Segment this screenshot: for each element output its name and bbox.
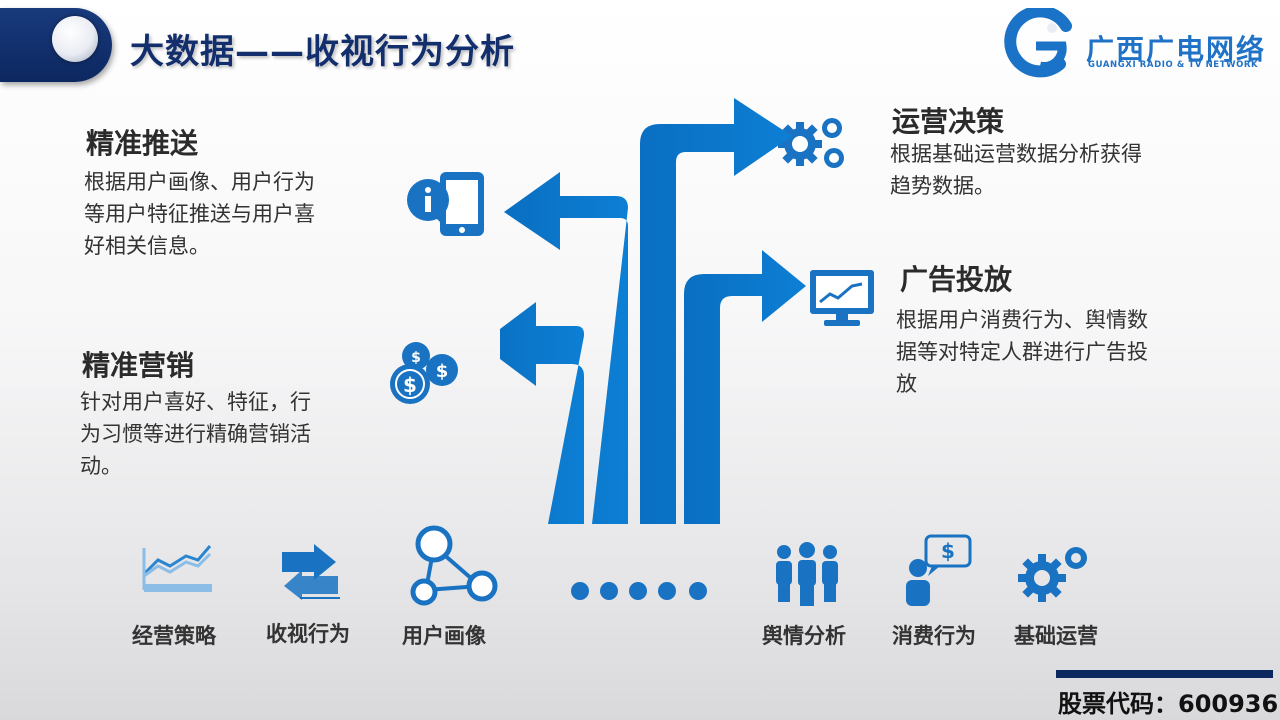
section-text-operation-decision: 根据基础运营数据分析获得 趋势数据。: [890, 138, 1230, 202]
text-line: 趋势数据。: [890, 174, 995, 198]
title-bullet-icon: [52, 16, 98, 62]
page-title: 大数据——收视行为分析: [130, 32, 515, 72]
logo-subtext: GUANGXI RADIO & TV NETWORK: [1088, 60, 1259, 70]
section-heading-ad-placement: 广告投放: [900, 263, 1013, 296]
text-line: 针对用户喜好、特征，行: [80, 390, 311, 414]
text-line: 据等对特定人群进行广告投: [896, 340, 1148, 364]
section-heading-precise-marketing: 精准营销: [82, 349, 195, 382]
svg-text:$: $: [941, 539, 955, 563]
section-text-ad-placement: 根据用户消费行为、舆情数 据等对特定人群进行广告投 放: [896, 304, 1236, 400]
footer-bar: [1056, 670, 1273, 678]
stock-code: 股票代码：600936: [1058, 690, 1279, 718]
section-text-precise-push: 根据用户画像、用户行为 等用户特征推送与用户喜 好相关信息。: [84, 166, 384, 262]
caption-public-opinion: 舆情分析: [762, 624, 846, 648]
text-line: 好相关信息。: [84, 234, 210, 258]
section-heading-operation-decision: 运营决策: [892, 105, 1005, 138]
people-group-icon: [776, 542, 838, 606]
text-line: 等用户特征推送与用户喜: [84, 202, 315, 226]
text-line: 为习惯等进行精确营销活: [80, 422, 311, 446]
caption-user-profile: 用户画像: [402, 624, 486, 648]
text-line: 放: [896, 372, 917, 396]
svg-text:$: $: [403, 373, 417, 397]
text-line: 根据用户消费行为、舆情数: [896, 308, 1148, 332]
section-text-precise-marketing: 针对用户喜好、特征，行 为习惯等进行精确营销活 动。: [80, 386, 380, 482]
monitor-chart-icon: [810, 270, 874, 326]
exchange-arrows-icon: [282, 544, 340, 600]
company-logo-icon: [1004, 8, 1072, 78]
caption-consumer-behavior: 消费行为: [892, 624, 976, 648]
text-line: 动。: [80, 454, 122, 478]
caption-basic-operation: 基础运营: [1014, 624, 1098, 648]
trend-chart-icon: [142, 545, 212, 592]
network-nodes-icon: [410, 525, 498, 606]
mobile-info-icon: [407, 172, 484, 236]
section-heading-precise-push: 精准推送: [86, 127, 199, 160]
gears-icon: [1018, 547, 1087, 602]
dollar-coins-icon: $ $ $: [390, 342, 458, 404]
text-line: 根据基础运营数据分析获得: [890, 142, 1142, 166]
logo-text: 广西广电网络: [1086, 33, 1267, 66]
ellipsis-dots-icon: [571, 582, 707, 600]
person-speech-dollar-icon: $: [906, 534, 972, 606]
svg-text:$: $: [436, 361, 449, 382]
caption-business-strategy: 经营策略: [132, 624, 216, 648]
branching-arrows-graphic: [500, 98, 806, 524]
svg-text:$: $: [411, 350, 421, 366]
text-line: 根据用户画像、用户行为: [84, 170, 315, 194]
caption-viewing-behavior: 收视行为: [266, 622, 350, 646]
